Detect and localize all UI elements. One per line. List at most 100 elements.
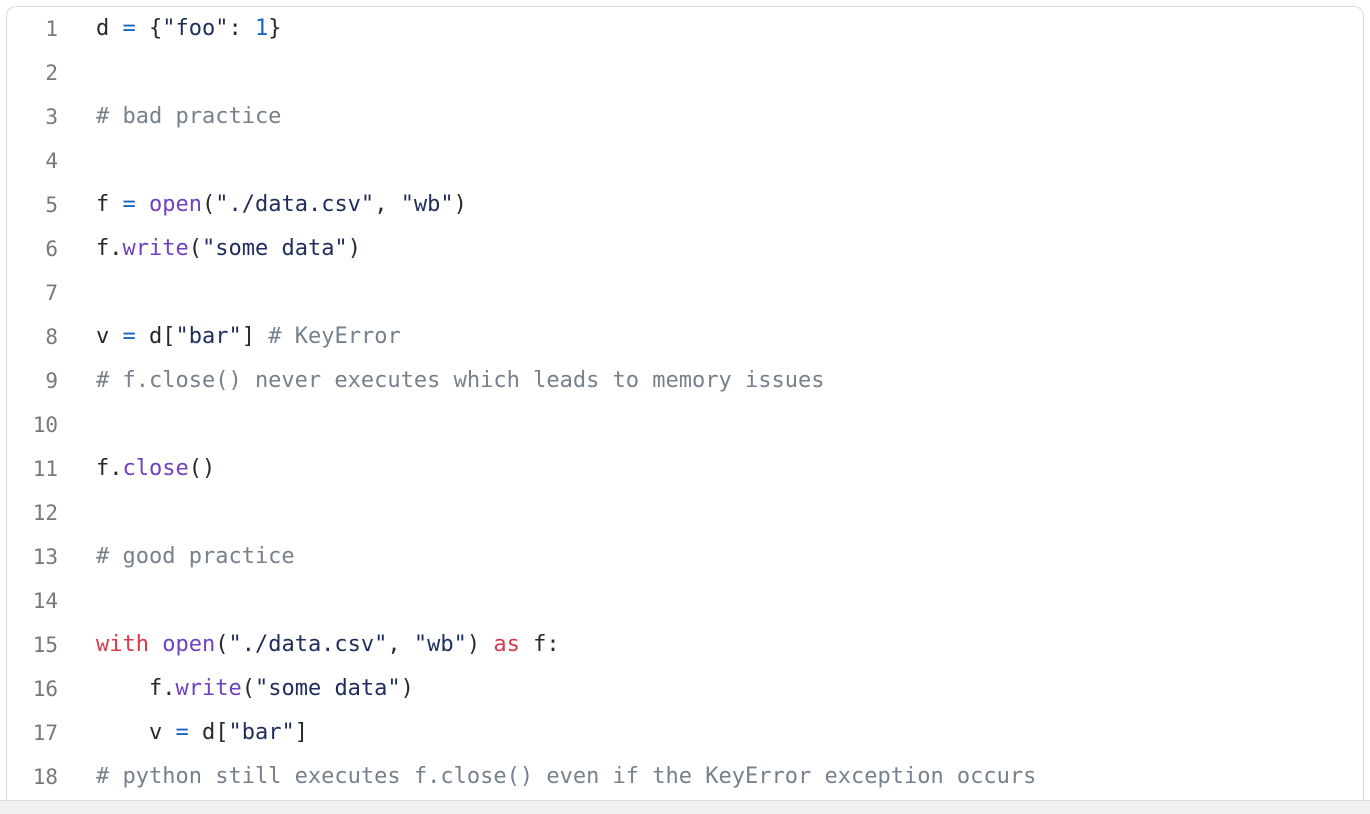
code-line-content[interactable] bbox=[58, 403, 1363, 447]
code-token: open bbox=[149, 192, 202, 217]
code-line-content[interactable] bbox=[58, 271, 1363, 315]
code-line-content[interactable]: # bad practice bbox=[58, 95, 1363, 139]
code-line[interactable]: 3 # bad practice bbox=[7, 95, 1363, 139]
line-number: 1 bbox=[45, 17, 58, 41]
code-token: "foo" bbox=[162, 16, 229, 41]
code-line-content[interactable] bbox=[58, 51, 1363, 95]
code-token: write bbox=[175, 676, 242, 701]
below-code-strip bbox=[0, 801, 1370, 814]
code-token: = bbox=[122, 324, 136, 349]
code-line-content[interactable] bbox=[58, 579, 1363, 623]
code-token: "some data" bbox=[201, 236, 348, 261]
code-token: ( bbox=[215, 632, 229, 657]
code-line-content[interactable]: v = d["bar"] bbox=[58, 711, 1363, 755]
code-line-content[interactable]: f.close() bbox=[58, 447, 1363, 491]
code-line-content[interactable]: d = {"foo": 1} bbox=[58, 7, 1363, 51]
code-token: # bad practice bbox=[96, 104, 282, 129]
line-number: 3 bbox=[45, 105, 58, 129]
code-line-content[interactable]: f.write("some data") bbox=[58, 667, 1363, 711]
code-line[interactable]: 2 bbox=[7, 51, 1363, 95]
code-line-content[interactable] bbox=[58, 491, 1363, 535]
code-token: "wb" bbox=[413, 632, 467, 657]
code-token: # f.close() never executes which leads t… bbox=[96, 368, 825, 393]
code-line[interactable]: 16 f.write("some data") bbox=[7, 667, 1363, 711]
line-number: 14 bbox=[32, 589, 58, 613]
code-token: "wb" bbox=[400, 192, 454, 217]
code-token: . bbox=[109, 456, 123, 481]
line-number: 16 bbox=[32, 677, 58, 701]
code-line-content[interactable]: # f.close() never executes which leads t… bbox=[58, 359, 1363, 403]
line-number: 8 bbox=[45, 325, 58, 349]
code-line[interactable]: 14 bbox=[7, 579, 1363, 623]
code-token: f bbox=[96, 456, 110, 481]
code-token: { bbox=[135, 16, 163, 41]
code-token: ( bbox=[241, 676, 255, 701]
line-number: 7 bbox=[45, 281, 58, 305]
code-line-content[interactable]: f.write("some data") bbox=[58, 227, 1363, 271]
code-line-content[interactable]: # python still executes f.close() even i… bbox=[58, 755, 1363, 799]
code-token: , bbox=[387, 632, 414, 657]
code-token: ] bbox=[294, 720, 308, 745]
line-number: 15 bbox=[32, 633, 58, 657]
code-token: "some data" bbox=[254, 676, 401, 701]
code-line-content[interactable]: # good practice bbox=[58, 535, 1363, 579]
code-token: . bbox=[162, 676, 176, 701]
line-number: 10 bbox=[32, 413, 58, 437]
code-token: with bbox=[96, 632, 149, 657]
code-token: f bbox=[96, 192, 123, 217]
code-token: } bbox=[268, 16, 282, 41]
code-line[interactable]: 4 bbox=[7, 139, 1363, 183]
code-line[interactable]: 12 bbox=[7, 491, 1363, 535]
code-token: # python still executes f.close() even i… bbox=[96, 764, 1037, 789]
code-token: = bbox=[175, 720, 189, 745]
code-token: "bar" bbox=[175, 324, 242, 349]
line-number: 5 bbox=[45, 193, 58, 217]
code-line[interactable]: 18# python still executes f.close() even… bbox=[7, 755, 1363, 799]
code-token: open bbox=[162, 632, 216, 657]
code-token: "./data.csv" bbox=[215, 192, 375, 217]
code-token: v bbox=[96, 720, 176, 745]
code-token: : bbox=[228, 16, 255, 41]
code-token: ( bbox=[201, 192, 216, 217]
line-number: 6 bbox=[45, 237, 58, 261]
line-number: 4 bbox=[45, 149, 58, 173]
code-token: ( bbox=[188, 236, 202, 261]
line-number: 13 bbox=[32, 545, 58, 569]
code-token: write bbox=[122, 236, 189, 261]
bottom-divider bbox=[0, 800, 1370, 801]
code-token: v bbox=[96, 324, 123, 349]
code-line-content[interactable]: f = open("./data.csv", "wb") bbox=[58, 183, 1363, 227]
code-token: ) bbox=[453, 192, 467, 217]
code-token: f: bbox=[519, 632, 560, 657]
code-token: d[ bbox=[135, 324, 176, 349]
code-token bbox=[136, 192, 149, 217]
code-line-content[interactable]: with open("./data.csv", "wb") as f: bbox=[58, 623, 1363, 667]
line-number: 12 bbox=[32, 501, 58, 525]
code-line[interactable]: 9# f.close() never executes which leads … bbox=[7, 359, 1363, 403]
code-line[interactable]: 7 bbox=[7, 271, 1363, 315]
code-token: ] bbox=[241, 324, 269, 349]
code-line-content[interactable]: v = d["bar"] # KeyError bbox=[58, 315, 1363, 359]
code-line[interactable]: 13 # good practice bbox=[7, 535, 1363, 579]
code-line[interactable]: 17 v = d["bar"] bbox=[7, 711, 1363, 755]
code-line-content[interactable] bbox=[58, 139, 1363, 183]
code-token: = bbox=[122, 192, 136, 217]
code-line[interactable]: 10 bbox=[7, 403, 1363, 447]
code-token: ) bbox=[400, 676, 414, 701]
code-token: ) bbox=[347, 236, 361, 261]
code-token: close bbox=[122, 456, 189, 481]
code-token: = bbox=[122, 16, 136, 41]
code-token: # good practice bbox=[96, 544, 295, 569]
code-token: () bbox=[188, 456, 216, 481]
code-token: "bar" bbox=[228, 720, 295, 745]
code-token: # KeyError bbox=[268, 324, 401, 349]
